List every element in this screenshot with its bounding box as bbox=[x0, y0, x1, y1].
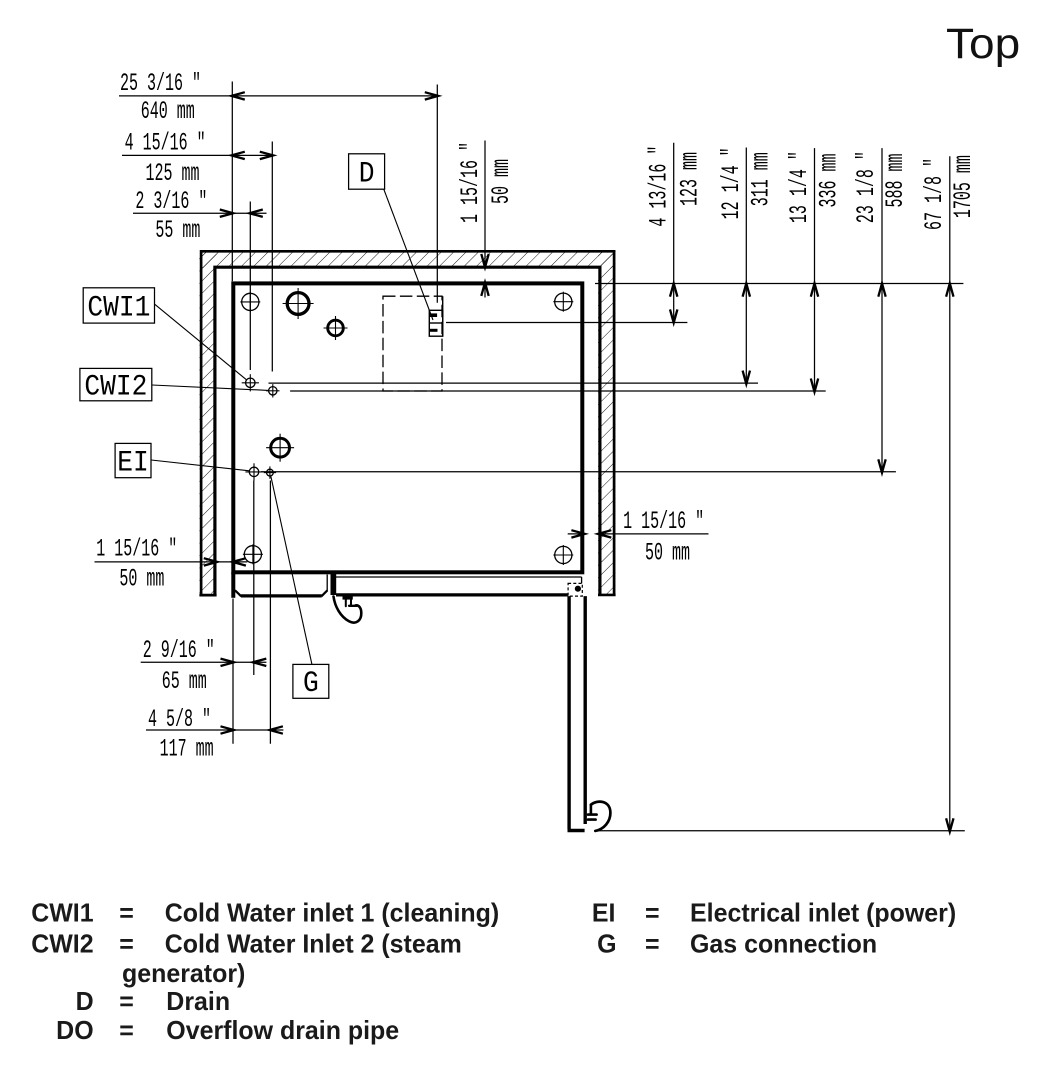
svg-text:4 13/16 ": 4 13/16 " bbox=[646, 146, 674, 227]
svg-text:1705 mm: 1705 mm bbox=[950, 155, 978, 218]
svg-text:1 15/16 ": 1 15/16 " bbox=[623, 509, 704, 537]
svg-text:65 mm: 65 mm bbox=[162, 668, 207, 696]
svg-text:1 15/16 ": 1 15/16 " bbox=[96, 536, 177, 564]
svg-text:25 3/16 ": 25 3/16 " bbox=[120, 71, 201, 99]
svg-text:=: = bbox=[645, 899, 660, 928]
svg-text:4 15/16 ": 4 15/16 " bbox=[125, 130, 206, 158]
svg-text:=: = bbox=[119, 899, 134, 928]
svg-text:123 mm: 123 mm bbox=[677, 152, 705, 206]
svg-text:588 mm: 588 mm bbox=[883, 153, 911, 207]
svg-text:EI: EI bbox=[592, 899, 616, 928]
svg-text:CWI2: CWI2 bbox=[84, 371, 147, 404]
svg-text:Electrical inlet (power): Electrical inlet (power) bbox=[690, 899, 956, 928]
svg-text:=: = bbox=[119, 930, 134, 959]
svg-text:Top: Top bbox=[946, 20, 1020, 67]
svg-text:=: = bbox=[119, 988, 134, 1017]
svg-text:Overflow drain pipe: Overflow drain pipe bbox=[166, 1017, 399, 1046]
svg-text:125 mm: 125 mm bbox=[146, 161, 200, 189]
svg-text:67 1/8 ": 67 1/8 " bbox=[922, 158, 950, 230]
svg-text:=: = bbox=[645, 930, 660, 959]
svg-text:55 mm: 55 mm bbox=[155, 218, 200, 246]
svg-text:117 mm: 117 mm bbox=[160, 736, 214, 764]
svg-text:D: D bbox=[76, 988, 94, 1017]
svg-text:CWI2: CWI2 bbox=[31, 930, 93, 959]
svg-text:generator): generator) bbox=[122, 959, 245, 988]
svg-text:13 1/4 ": 13 1/4 " bbox=[787, 151, 815, 223]
svg-text:Cold Water inlet 1 (cleaning): Cold Water inlet 1 (cleaning) bbox=[165, 899, 499, 928]
svg-text:Drain: Drain bbox=[166, 988, 230, 1017]
svg-text:23 1/8 ": 23 1/8 " bbox=[854, 151, 882, 223]
svg-text:Gas connection: Gas connection bbox=[690, 930, 877, 959]
svg-text:50 mm: 50 mm bbox=[645, 540, 690, 568]
svg-text:D: D bbox=[359, 158, 375, 191]
svg-text:=: = bbox=[119, 1017, 134, 1046]
svg-text:2 9/16 ": 2 9/16 " bbox=[143, 638, 215, 666]
svg-text:EI: EI bbox=[117, 447, 148, 480]
svg-text:2 3/16 ": 2 3/16 " bbox=[135, 188, 207, 216]
svg-text:CWI1: CWI1 bbox=[87, 292, 150, 325]
svg-text:4 5/8 ": 4 5/8 " bbox=[148, 706, 211, 734]
svg-text:50 mm: 50 mm bbox=[119, 566, 164, 594]
svg-text:1 15/16 ": 1 15/16 " bbox=[457, 142, 485, 223]
svg-text:Cold Water Inlet 2 (steam: Cold Water Inlet 2 (steam bbox=[165, 930, 462, 959]
svg-text:G: G bbox=[303, 668, 319, 701]
svg-text:311 mm: 311 mm bbox=[748, 152, 776, 206]
svg-text:12 1/4 ": 12 1/4 " bbox=[719, 147, 747, 219]
svg-text:640 mm: 640 mm bbox=[141, 98, 195, 126]
svg-text:336 mm: 336 mm bbox=[816, 153, 844, 207]
svg-text:50 mm: 50 mm bbox=[488, 159, 516, 204]
svg-text:DO: DO bbox=[56, 1017, 93, 1046]
svg-text:G: G bbox=[597, 930, 616, 959]
svg-text:CWI1: CWI1 bbox=[31, 899, 93, 928]
